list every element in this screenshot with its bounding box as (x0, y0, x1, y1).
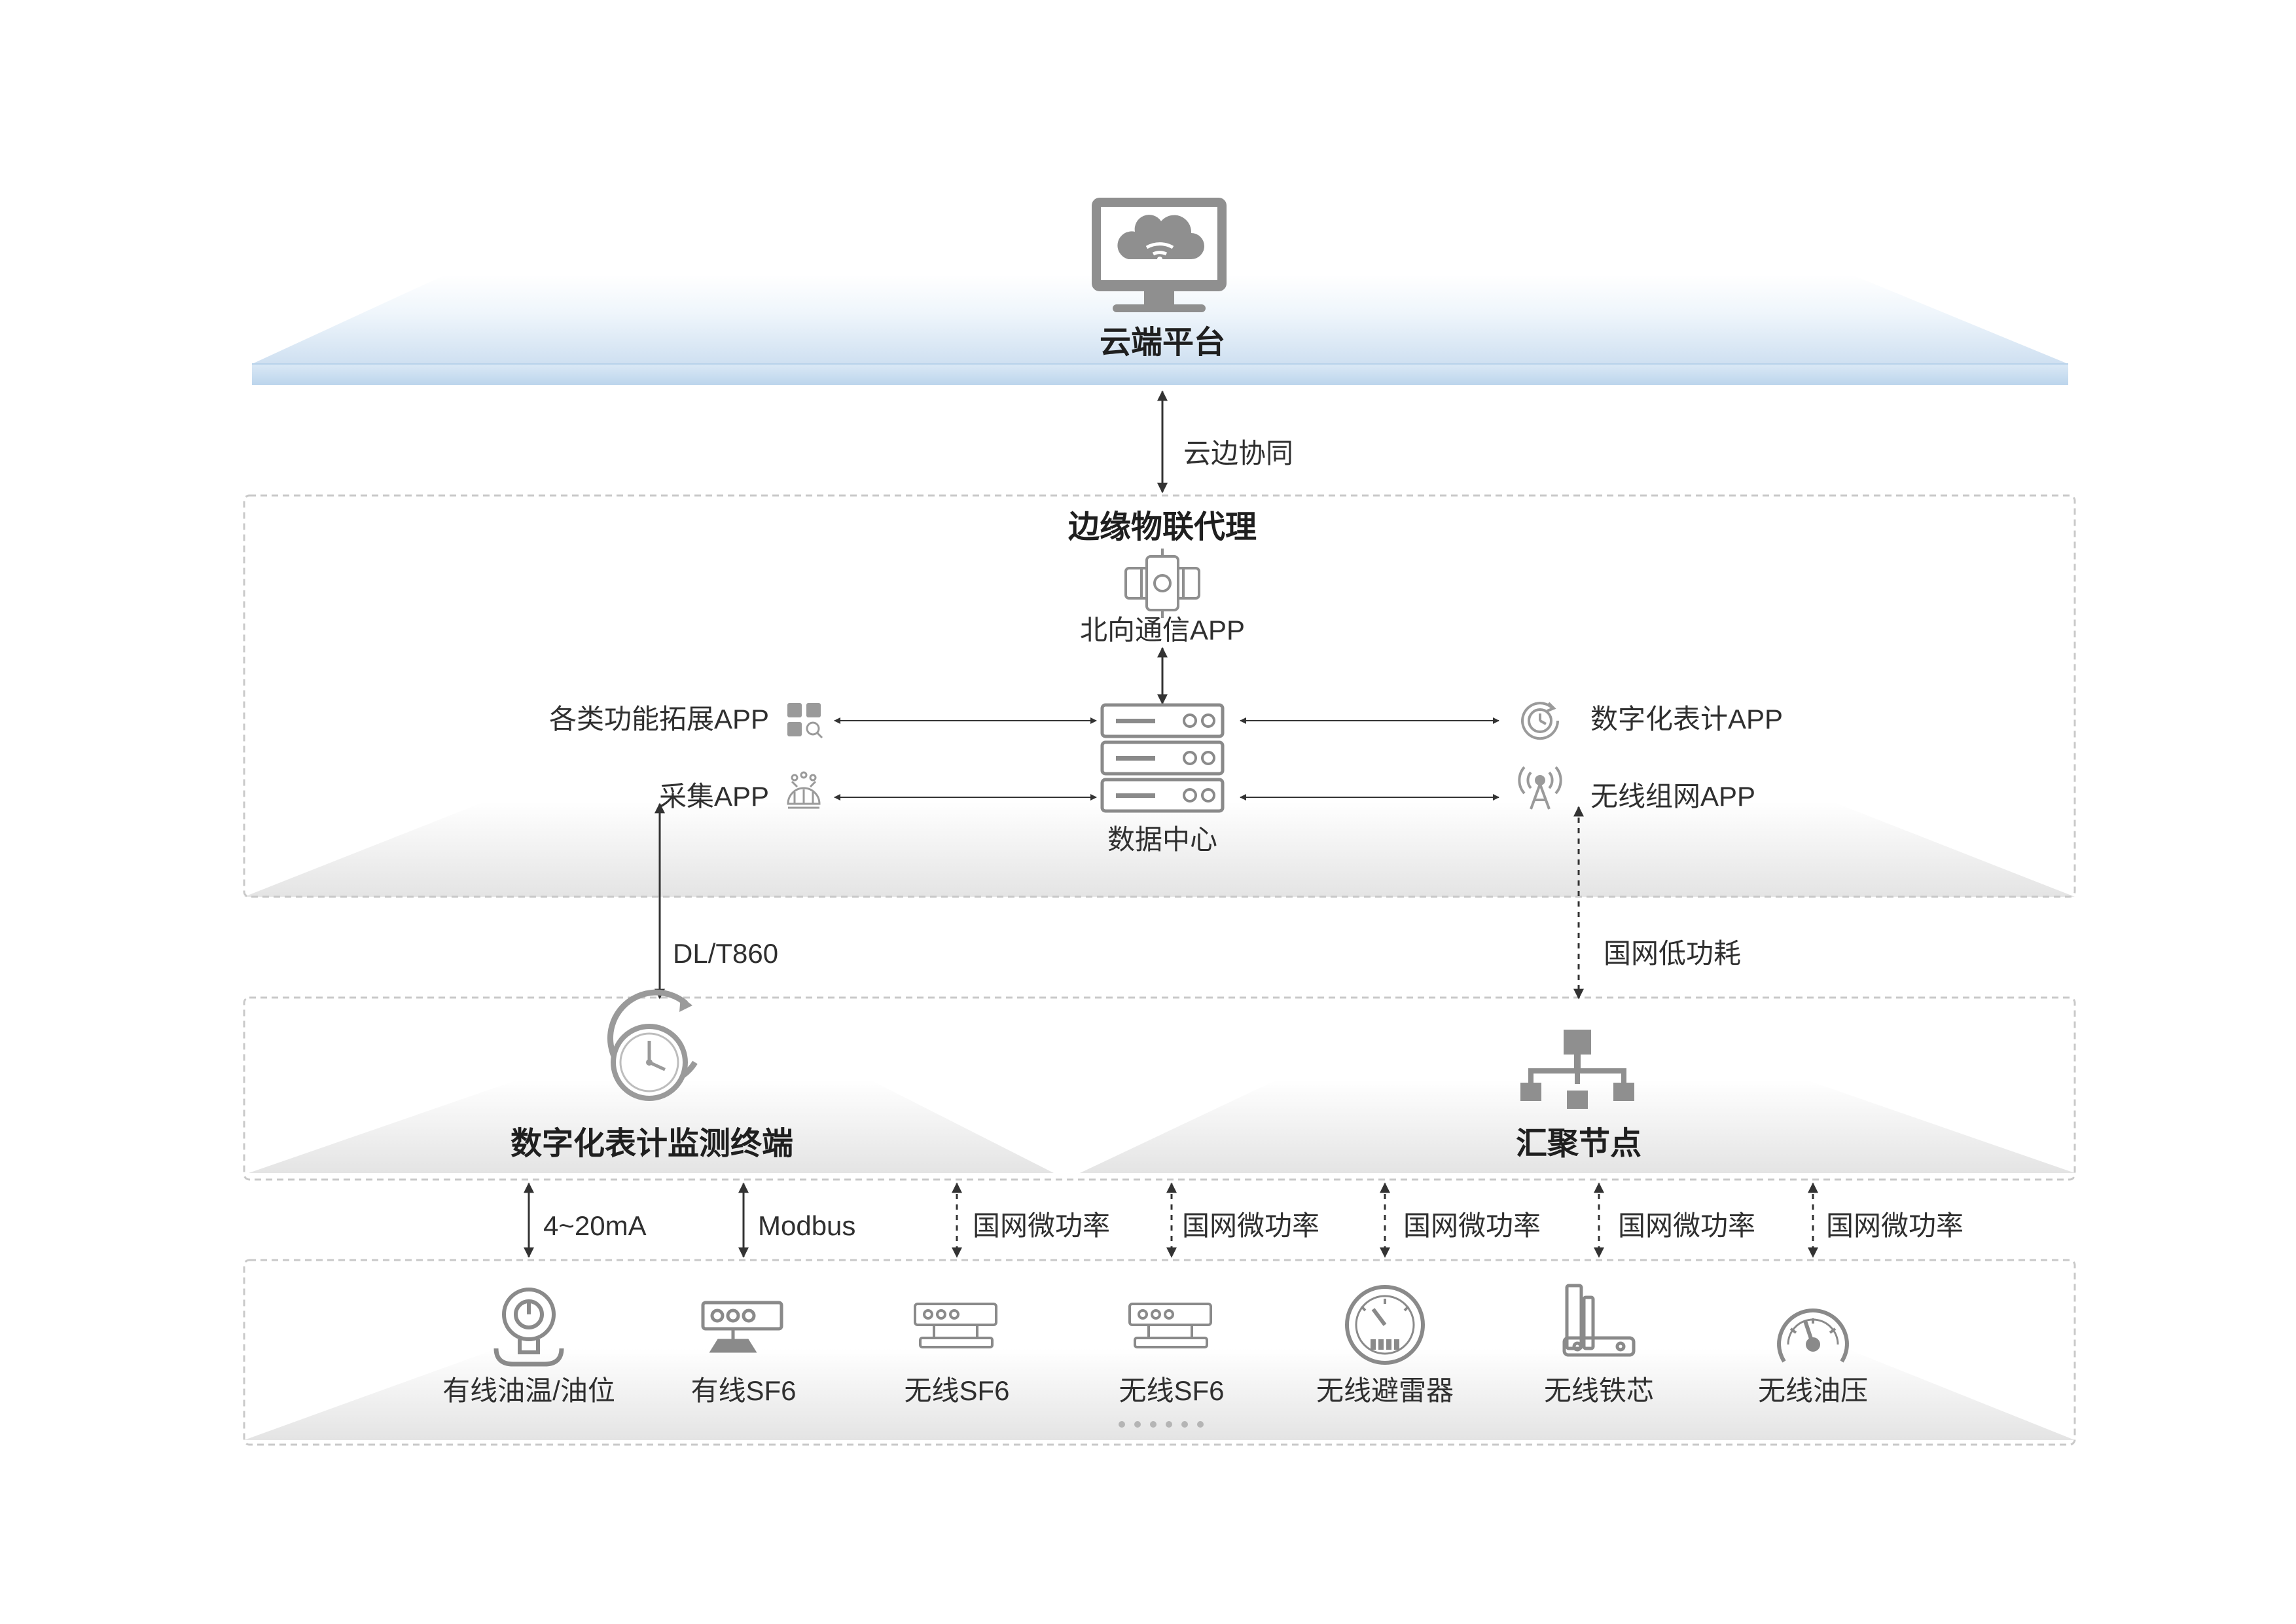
arrester-meter-icon (1345, 1285, 1425, 1365)
ma-label: 4~20mA (543, 1210, 647, 1241)
meter-clock-icon (1521, 702, 1560, 740)
sf6-sensor-icon (1128, 1303, 1212, 1348)
node-title: 汇聚节点 (1515, 1127, 1642, 1161)
middle-row-panel (243, 996, 2076, 1181)
device-label: 有线SF6 (691, 1375, 797, 1406)
micropower-label-2: 国网微功率 (1182, 1210, 1320, 1241)
micropower-label-5: 国网微功率 (1826, 1210, 1964, 1241)
micropower-label-1: 国网微功率 (973, 1210, 1111, 1241)
cloud-monitor-icon (1092, 198, 1227, 312)
lowpower-label: 国网低功耗 (1604, 938, 1742, 969)
func-app-label: 各类功能拓展APP (548, 704, 769, 734)
terminal-clock-icon (607, 989, 698, 1101)
pressure-gauge-icon (1777, 1308, 1849, 1363)
meter-app-label: 数字化表计APP (1590, 704, 1784, 734)
connector-arrows (524, 390, 1818, 1258)
micropower-label-3: 国网微功率 (1403, 1210, 1541, 1241)
edge-proxy-title: 边缘物联代理 (1067, 510, 1257, 545)
app-grid-icon (787, 703, 823, 739)
edge-proxy-panel (243, 494, 2076, 898)
cloud-platform-panel (252, 275, 2068, 385)
data-center-server-icon (1100, 703, 1225, 813)
dlt860-label: DL/T860 (673, 938, 779, 969)
modbus-label: Modbus (758, 1210, 856, 1241)
wireless-app-label: 无线组网APP (1590, 781, 1756, 812)
sf6-sensor-icon (914, 1303, 997, 1348)
cloud-platform-title: 云端平台 (1099, 325, 1226, 360)
thermometer-gauge-icon (493, 1288, 564, 1367)
sf6-sensor-icon (701, 1301, 783, 1353)
wireless-antenna-icon (1518, 766, 1562, 810)
device-label: 无线油压 (1757, 1375, 1869, 1406)
network-node-icon (1520, 1030, 1634, 1109)
devices-panel (243, 1259, 2076, 1446)
device-label: 无线避雷器 (1316, 1375, 1454, 1406)
micropower-label-4: 国网微功率 (1618, 1210, 1756, 1241)
more-dots-indicator (1119, 1421, 1204, 1428)
terminal-title: 数字化表计监测终端 (510, 1127, 794, 1161)
north-app-label: 北向通信APP (1079, 615, 1246, 645)
device-label: 无线SF6 (1119, 1375, 1225, 1406)
north-communication-icon (1124, 549, 1200, 618)
device-label: 有线油温/油位 (442, 1375, 615, 1406)
device-label: 无线SF6 (904, 1375, 1010, 1406)
collect-app-label: 采集APP (658, 781, 769, 812)
datacenter-label: 数据中心 (1107, 824, 1218, 855)
cloud-edge-link-label: 云边协同 (1183, 438, 1294, 469)
collect-icon (787, 771, 821, 809)
device-label: 无线铁芯 (1543, 1375, 1655, 1406)
iron-core-icon (1562, 1284, 1636, 1357)
